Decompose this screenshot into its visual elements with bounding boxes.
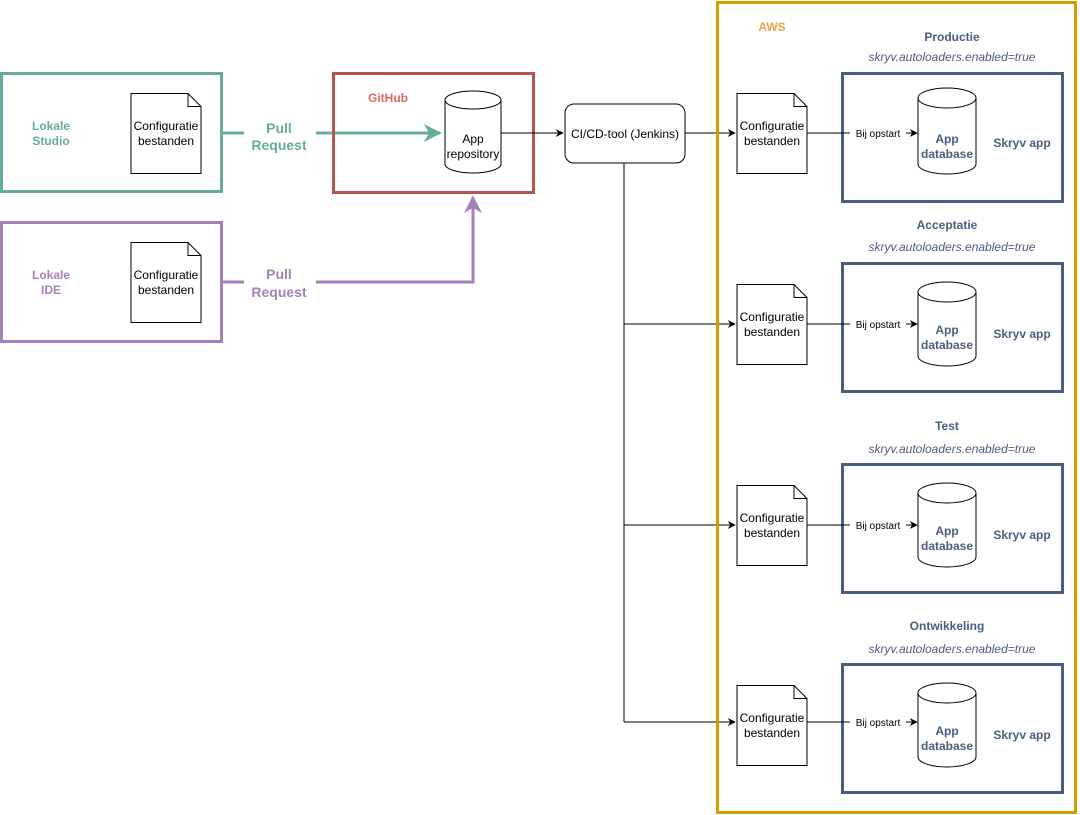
config-file-label-line1: Configuratie bbox=[134, 119, 199, 133]
skryv-app-label: Skryv app bbox=[993, 728, 1050, 742]
github-title: GitHub bbox=[368, 91, 408, 105]
environment-name: Acceptatie bbox=[917, 218, 978, 232]
config-file-icon bbox=[736, 485, 808, 566]
config-file-label-line2: bestanden bbox=[138, 283, 194, 297]
environment-acceptatie: Acceptatie skryv.autoloaders.enabled=tru… bbox=[736, 218, 1064, 393]
app-database-cylinder: App database bbox=[917, 682, 977, 768]
config-file-label-line1: Configuratie bbox=[740, 711, 805, 725]
app-database-label-line2: database bbox=[921, 539, 973, 553]
app-database-label-line1: App bbox=[935, 524, 958, 538]
app-database-label-line1: App bbox=[935, 132, 958, 146]
local-studio-box bbox=[0, 72, 223, 193]
app-database-cylinder: App database bbox=[917, 281, 977, 367]
config-file-label-line1: Configuratie bbox=[134, 268, 199, 282]
local-ide-group: Lokale IDE Configuratie bestanden bbox=[0, 221, 223, 343]
config-file-icon bbox=[736, 685, 808, 766]
skryv-app-label: Skryv app bbox=[993, 136, 1050, 150]
config-file-label-line2: bestanden bbox=[138, 134, 194, 148]
app-database-label-line2: database bbox=[921, 739, 973, 753]
environment-ontwikkeling: Ontwikkeling skryv.autoloaders.enabled=t… bbox=[736, 619, 1064, 794]
app-repository-label-line1: App bbox=[462, 132, 484, 146]
local-ide-box bbox=[0, 221, 223, 343]
edge-label: Bij opstart bbox=[856, 521, 901, 532]
local-ide-label-line2: IDE bbox=[41, 283, 61, 297]
environment-setting: skryv.autoloaders.enabled=true bbox=[869, 442, 1036, 456]
app-database-cylinder: App database bbox=[917, 482, 977, 568]
environment-setting: skryv.autoloaders.enabled=true bbox=[869, 642, 1036, 656]
edge-label: Bij opstart bbox=[856, 129, 901, 140]
skryv-app-box bbox=[841, 463, 1064, 594]
skryv-app-box bbox=[841, 262, 1064, 393]
config-file-label-line1: Configuratie bbox=[740, 310, 805, 324]
skryv-app-label: Skryv app bbox=[993, 327, 1050, 341]
skryv-app-box bbox=[841, 72, 1064, 203]
config-file-icon bbox=[130, 93, 202, 174]
config-file-label-line2: bestanden bbox=[744, 134, 800, 148]
config-file-label-line2: bestanden bbox=[744, 325, 800, 339]
app-database-label-line1: App bbox=[935, 323, 958, 337]
edge-label: Bij opstart bbox=[856, 320, 901, 331]
environment-test: Test skryv.autoloaders.enabled=true Conf… bbox=[736, 419, 1064, 594]
aws-container bbox=[716, 1, 1077, 814]
environment-setting: skryv.autoloaders.enabled=true bbox=[869, 240, 1036, 254]
pull-request-label-line2: Request bbox=[251, 284, 307, 300]
pull-request-label-line2: Request bbox=[251, 137, 307, 153]
local-studio-label-line2: Studio bbox=[32, 134, 69, 148]
environment-name: Test bbox=[935, 419, 959, 433]
skryv-app-label: Skryv app bbox=[993, 528, 1050, 542]
pull-request-label-line1: Pull bbox=[266, 120, 292, 136]
aws-title: AWS bbox=[758, 20, 785, 34]
cicd-tool-label: CI/CD-tool (Jenkins) bbox=[571, 127, 679, 141]
skryv-app-box bbox=[841, 663, 1064, 794]
app-repository-label-line2: repository bbox=[447, 147, 500, 161]
app-database-label-line2: database bbox=[921, 147, 973, 161]
local-studio-group: Lokale Studio Configuratie bestanden bbox=[0, 72, 223, 193]
environment-name: Ontwikkeling bbox=[910, 619, 985, 633]
pull-request-label-line1: Pull bbox=[266, 266, 292, 282]
app-database-label-line2: database bbox=[921, 338, 973, 352]
local-studio-label-line1: Lokale bbox=[32, 119, 70, 133]
config-file-icon bbox=[736, 93, 808, 174]
pull-request-arrow-studio: Pull Request bbox=[222, 118, 442, 154]
cicd-tool-node: CI/CD-tool (Jenkins) bbox=[564, 103, 686, 164]
github-group: GitHub App repository bbox=[332, 72, 535, 194]
environment-setting: skryv.autoloaders.enabled=true bbox=[869, 50, 1036, 64]
config-file-icon bbox=[736, 284, 808, 365]
environment-name: Productie bbox=[924, 30, 980, 44]
config-file-label-line2: bestanden bbox=[744, 526, 800, 540]
app-repository-cylinder: App repository bbox=[444, 90, 502, 174]
edge-label: Bij opstart bbox=[856, 718, 901, 729]
environment-productie: Productie skryv.autoloaders.enabled=true… bbox=[736, 30, 1064, 203]
config-file-label-line1: Configuratie bbox=[740, 119, 805, 133]
local-ide-label-line1: Lokale bbox=[32, 268, 70, 282]
app-database-label-line1: App bbox=[935, 724, 958, 738]
config-file-label-line2: bestanden bbox=[744, 726, 800, 740]
app-database-cylinder: App database bbox=[917, 87, 977, 175]
config-file-label-line1: Configuratie bbox=[740, 511, 805, 525]
pull-request-arrow-ide: Pull Request bbox=[222, 195, 482, 302]
config-file-icon bbox=[130, 242, 202, 323]
